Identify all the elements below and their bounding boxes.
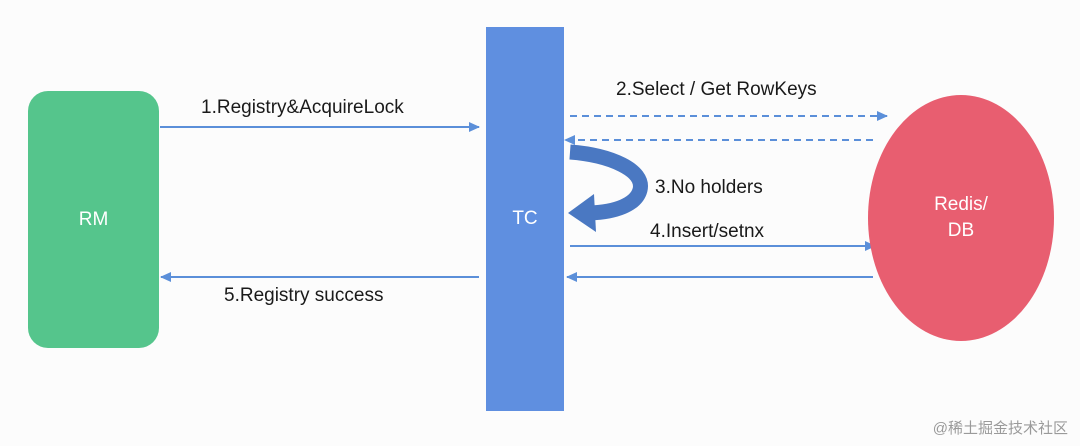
- tc-label: TC: [512, 208, 538, 230]
- rm-label: RM: [78, 208, 109, 230]
- step1-label: 1.Registry&AcquireLock: [201, 97, 404, 118]
- step4-label: 4.Insert/setnx: [650, 221, 765, 242]
- watermark: @稀土掘金技术社区: [932, 420, 1068, 437]
- curved-self-arrow: [568, 144, 648, 232]
- step2-label: 2.Select / Get RowKeys: [616, 79, 817, 100]
- step3-label: 3.No holders: [655, 177, 763, 198]
- step5-label: 5.Registry success: [224, 285, 384, 306]
- redis-db-label: Redis/ DB: [934, 194, 988, 241]
- tc-node: TC: [486, 27, 564, 411]
- redis-db-node: Redis/ DB: [868, 95, 1054, 341]
- rm-node: RM: [28, 91, 159, 348]
